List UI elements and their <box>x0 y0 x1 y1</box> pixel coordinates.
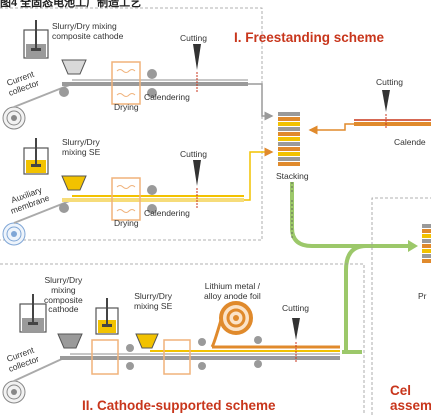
cutter-icon-2 <box>193 160 201 186</box>
cell-assembly-label: Cel assem <box>390 383 431 413</box>
dryer-icon-3 <box>91 339 119 375</box>
hopper-icon <box>61 59 87 75</box>
mixer-se-icon-2 <box>95 298 119 335</box>
stacking-label: Stacking <box>276 171 309 181</box>
dryer-icon-2 <box>111 177 141 221</box>
hopper-se-icon-2 <box>135 333 159 349</box>
section2-title: II. Cathode-supported scheme <box>82 398 276 413</box>
lithium-coil-icon <box>210 301 253 348</box>
roll-icon <box>2 106 26 130</box>
slurry-cathode-label-2: Slurry/Dry mixing composite cathode <box>44 275 83 315</box>
right-panel-border <box>371 197 431 415</box>
mixer-cathode-icon-2 <box>19 294 47 333</box>
pr-label: Pr <box>418 291 427 301</box>
slurry-se-label: Slurry/Dry mixing SE <box>62 137 101 157</box>
calender-roller-icon <box>147 69 157 79</box>
pr-stack <box>422 224 431 263</box>
cutter-icon <box>193 44 201 70</box>
roll-icon-2 <box>2 380 26 404</box>
calendering-label-1: Calendering <box>144 92 190 102</box>
calendering-label-2: Calendering <box>144 208 190 218</box>
dryer-icon-4 <box>163 339 191 375</box>
hopper-se-icon <box>61 175 87 191</box>
slurry-se-label-2: Slurry/Dry mixing SE <box>134 291 173 311</box>
slurry-cathode-label: Slurry/Dry mixing composite cathode <box>52 21 124 41</box>
mixer-se-icon <box>23 138 49 175</box>
calendering-label-right: Calende <box>394 137 426 147</box>
drying-label-1: Drying <box>114 102 139 112</box>
drying-label-2: Drying <box>114 218 139 228</box>
figure-caption: 图4 全固态电池工厂制造工艺 <box>0 0 142 9</box>
section1-title: I. Freestanding scheme <box>234 30 385 45</box>
section1-border <box>0 7 263 241</box>
hopper-cathode-icon <box>57 333 83 349</box>
cutting-label-1: Cutting <box>180 33 207 43</box>
section2-border <box>0 263 365 415</box>
cutter-icon-3 <box>382 90 390 112</box>
mixer-icon <box>23 20 49 59</box>
cutting-label-4: Cutting <box>282 303 309 313</box>
membrane-roll-icon <box>2 222 26 246</box>
stacking-stack <box>278 112 300 166</box>
lithium-label: Lithium metal / alloy anode foil <box>204 281 261 301</box>
cutting-label-2: Cutting <box>180 149 207 159</box>
cutting-label-3: Cutting <box>376 77 403 87</box>
cutter-icon-4 <box>292 318 300 340</box>
dryer-icon <box>111 61 141 105</box>
